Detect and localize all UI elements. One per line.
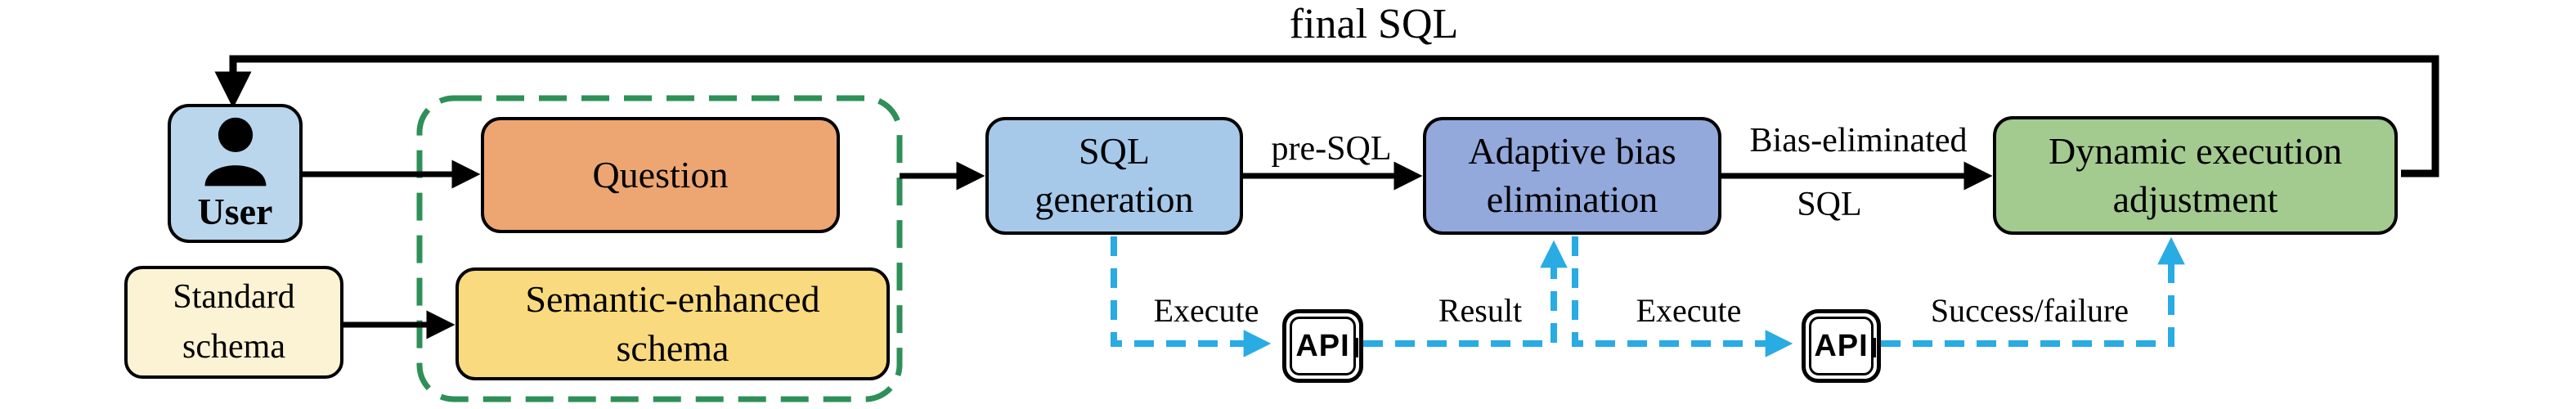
success-failure-label: Success/failure	[1930, 292, 2129, 329]
final-sql-label: final SQL	[1289, 1, 1459, 47]
execute-label-1: Execute	[1153, 292, 1259, 329]
dynamic-execution-line1: Dynamic execution	[2049, 129, 2342, 172]
api-node-1: API	[1282, 309, 1363, 383]
semantic-schema-node: Semantic-enhanced schema	[456, 267, 890, 380]
user-node: User	[168, 104, 303, 243]
bias-eliminated-label: Bias-eliminated	[1749, 122, 1968, 160]
sql-generation-line2: generation	[1034, 178, 1194, 220]
dynamic-execution-node: Dynamic execution adjustment	[1993, 116, 2398, 235]
sql-generation-line1: SQL	[1079, 130, 1150, 173]
dynamic-execution-line2: adjustment	[2112, 178, 2278, 220]
question-node: Question	[481, 117, 840, 233]
api-cursor-tick-2	[1874, 338, 1876, 357]
api-label-1: API	[1290, 317, 1356, 375]
semantic-schema-line1: Semantic-enhanced	[525, 278, 820, 321]
edge-final-sql-loop	[214, 55, 2439, 178]
semantic-schema-line2: schema	[616, 327, 729, 369]
adaptive-bias-line1: Adaptive bias	[1468, 130, 1676, 173]
input-group-dashed-container	[416, 95, 903, 402]
sql-generation-node: SQL generation	[985, 117, 1243, 235]
edge-execute-1	[1111, 236, 1272, 357]
person-icon	[204, 117, 266, 187]
adaptive-bias-line2: elimination	[1486, 178, 1658, 220]
api-node-2: API	[1802, 309, 1881, 383]
bias-eliminated-sql-label: SQL	[1797, 186, 1862, 223]
user-label: User	[197, 191, 273, 232]
standard-schema-line2: schema	[182, 328, 285, 366]
question-label: Question	[592, 153, 729, 196]
pre-sql-label: pre-SQL	[1271, 130, 1392, 168]
edge-result	[1363, 240, 1568, 347]
standard-schema-line1: Standard	[173, 278, 295, 317]
edge-execute-2	[1572, 236, 1793, 357]
adaptive-bias-node: Adaptive bias elimination	[1423, 117, 1721, 235]
result-label: Result	[1438, 292, 1523, 329]
edge-success-failure	[1881, 236, 2185, 347]
api-label-2: API	[1809, 317, 1874, 375]
standard-schema-node: Standard schema	[124, 266, 343, 379]
api-cursor-tick-1	[1356, 338, 1358, 357]
execute-label-2: Execute	[1636, 292, 1742, 329]
